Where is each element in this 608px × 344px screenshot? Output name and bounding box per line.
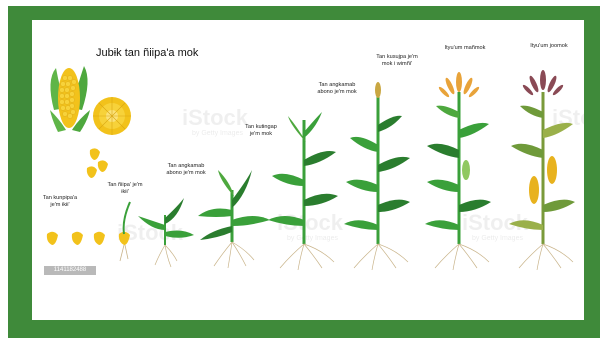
- stage-4-young-plant: [198, 170, 270, 268]
- illustration-panel: Jubɨk tan ñiipa'a mok Tan kunpɨpa'a je'm…: [32, 20, 584, 320]
- stage-2-sprout: [94, 202, 130, 261]
- stage-8-mature-plant: [509, 70, 575, 270]
- stage-7-flowering-plant: [425, 72, 491, 270]
- corn-cob-icon: [50, 66, 90, 132]
- corn-slice-icon: [93, 97, 131, 135]
- corn-growth-illustration: [32, 20, 584, 320]
- stage-6-tassel-plant: [344, 82, 410, 270]
- stage-5-growing-plant: [268, 112, 338, 270]
- stage-1-seeds: [47, 232, 83, 245]
- stage-3-seedling: [138, 198, 194, 267]
- kernels-icon: [87, 148, 108, 178]
